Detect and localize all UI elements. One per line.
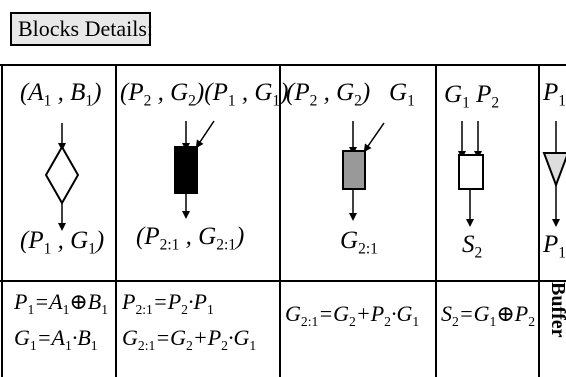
col3-inputs: (P2 , G2) G1 — [286, 79, 415, 110]
gray-square-block — [342, 121, 385, 221]
col4-inputs: G1 P2 — [444, 81, 500, 112]
table-grid — [0, 64, 566, 377]
col4-output: S2 — [462, 231, 483, 262]
col2-eq2: G2:1=G2+P2·G1 — [122, 325, 257, 353]
blocks-details-title: Blocks Details: — [10, 12, 153, 46]
col1-output: (P1 , G1) — [20, 227, 105, 258]
buffer-triangle-block — [542, 121, 566, 227]
col3-output: G2:1 — [340, 227, 378, 258]
buffer-label: Buffer — [547, 282, 566, 338]
col3-eq1: G2:1=G2+P2·G1 — [285, 301, 420, 329]
diamond-block — [44, 123, 80, 231]
col2-eq1: P2:1=P2·P1 — [122, 289, 214, 317]
col5-output: P1 — [543, 231, 566, 262]
blocks-table — [0, 64, 566, 377]
white-square-block — [458, 121, 484, 227]
black-square-block — [174, 120, 215, 219]
col2-inputs: (P2 , G2)(P1 , G1) — [120, 79, 289, 110]
col5-input: P1 — [543, 79, 566, 110]
col1-inputs: (A1 , B1) — [20, 79, 102, 110]
col1-eq2: G1=A1·B1 — [14, 325, 98, 353]
col4-eq1: S2=G1⊕P2 — [441, 301, 536, 329]
col1-eq1: P1=A1⊕B1 — [14, 289, 109, 317]
col2-output: (P2:1 , G2:1) — [136, 223, 245, 254]
